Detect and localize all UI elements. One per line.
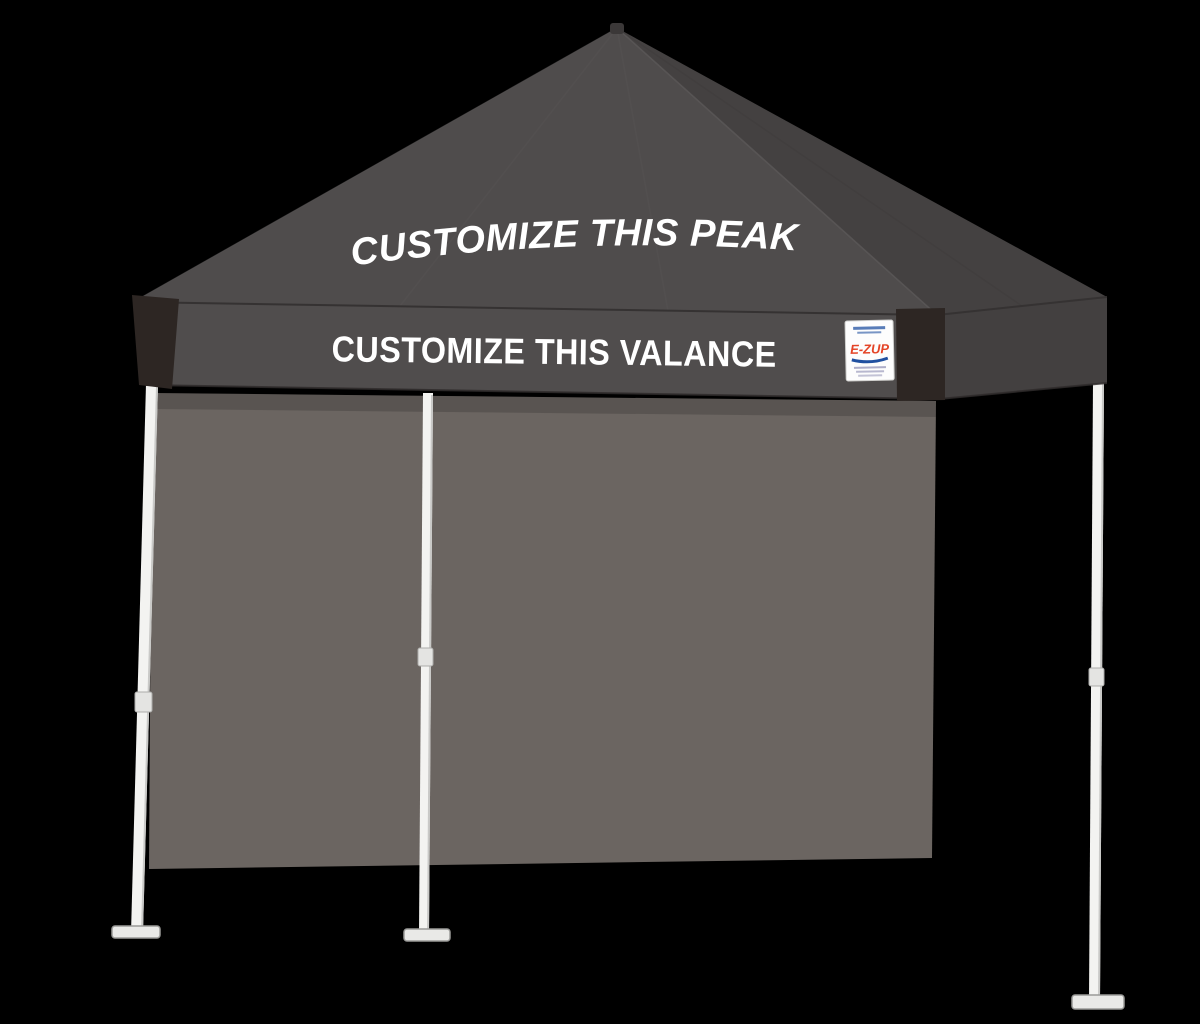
leg-front-left-shading — [141, 385, 158, 932]
logo-swoosh — [851, 356, 889, 364]
brand-logo-text: E-ZUP — [850, 341, 890, 357]
canopy-hip-seam-front-left — [132, 27, 618, 303]
logo-top-line-2 — [857, 331, 882, 334]
foot-plate-right — [1071, 994, 1125, 1010]
canopy-panel-seam-left — [399, 27, 618, 307]
wall-top-shadow — [152, 393, 936, 417]
corner-trim-front-right — [896, 308, 945, 401]
foot-plate-left — [111, 925, 161, 939]
corner-trim-left — [132, 295, 179, 389]
valance-side — [937, 297, 1107, 399]
brand-label-card — [844, 319, 895, 382]
valance-front — [133, 302, 939, 399]
logo-bottom-line-2 — [856, 370, 885, 373]
leg-front-right-shading — [1098, 383, 1104, 999]
canopy-front-face — [133, 28, 937, 315]
logo-bottom-line-1 — [853, 366, 886, 369]
canopy-panel-seam-side — [616, 27, 1023, 307]
leg-front-left — [131, 384, 158, 933]
valance-customize-text: CUSTOMIZE THIS VALANCE — [331, 328, 776, 374]
foot-plate-back — [403, 928, 451, 942]
canopy-panel-seam-right — [616, 27, 669, 312]
leg-front-right-slider-clip — [1088, 667, 1105, 687]
back-wall-panel — [149, 393, 936, 869]
brand-label: E-ZUP — [844, 319, 895, 382]
canopy-hip-seam-front-right — [616, 27, 938, 316]
canopy-side-face — [617, 28, 1107, 315]
peak-cap — [610, 23, 624, 34]
logo-top-line — [853, 326, 886, 330]
leg-front-left-slider-clip — [134, 691, 153, 713]
logo-bottom-line-3 — [858, 374, 883, 377]
leg-back-left-slider-clip — [417, 647, 434, 667]
